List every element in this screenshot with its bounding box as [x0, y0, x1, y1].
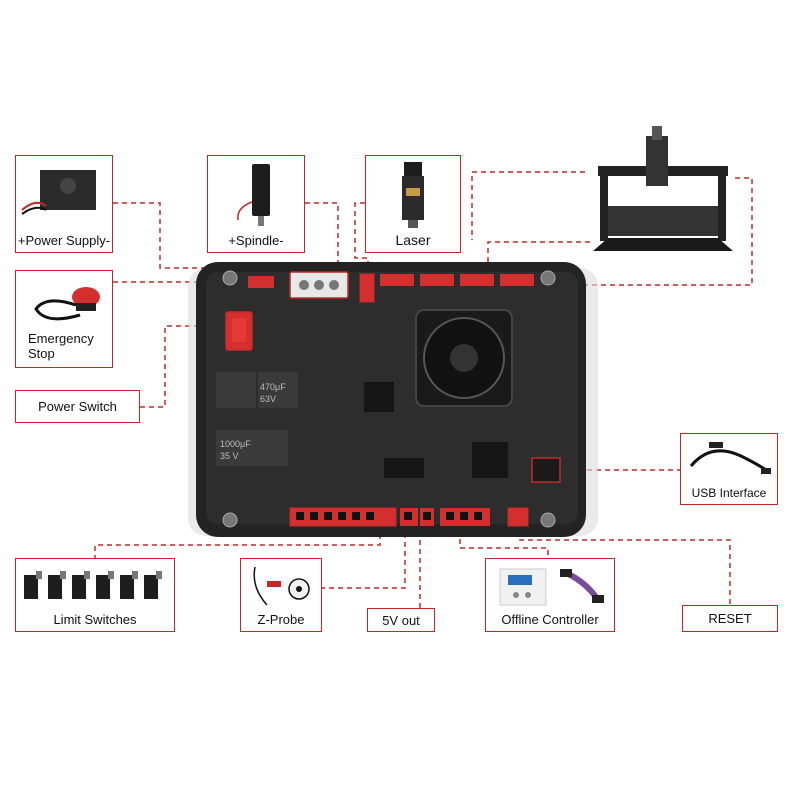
- laser-module-icon: [402, 162, 424, 228]
- emergency-stop-callout: Emergency Stop: [15, 270, 113, 368]
- leader-cnc-3: [580, 177, 753, 286]
- spindle-motor-icon: [237, 164, 270, 226]
- limit-switch-icon: [24, 571, 162, 599]
- offline-controller-label: Offline Controller: [501, 612, 599, 627]
- power-supply-callout: +Power Supply-: [15, 155, 113, 253]
- laser-label: Laser: [395, 232, 431, 248]
- offline-controller-icon: [499, 568, 604, 606]
- leader-zprobe: [320, 530, 406, 589]
- leader-cnc: [471, 171, 585, 240]
- five-v-out-label: 5V out: [382, 613, 420, 628]
- usb-interface-label: USB Interface: [691, 486, 767, 500]
- reset-callout: RESET: [682, 605, 778, 632]
- spindle-label: +Spindle-: [228, 233, 284, 248]
- leader-offline: [459, 530, 549, 558]
- leader-cnc-2: [487, 241, 590, 274]
- z-probe-label: Z-Probe: [257, 612, 305, 627]
- limit-switches-callout: Limit Switches: [15, 558, 175, 632]
- limit-switches-label: Limit Switches: [53, 612, 137, 627]
- power-switch-label: Power Switch: [38, 399, 117, 414]
- z-probe-icon: [253, 566, 310, 606]
- control-board: 470μF 63V 1000μF 35 V: [188, 262, 598, 537]
- power-switch-callout: Power Switch: [15, 390, 140, 423]
- five-v-out-callout: 5V out: [367, 608, 435, 632]
- z-probe-callout: Z-Probe: [240, 558, 322, 632]
- leader-power-switch: [140, 325, 222, 408]
- emergency-stop-label-line1: Emergency: [28, 331, 94, 346]
- leader-spindle: [305, 202, 339, 272]
- power-supply-label: +Power Supply-: [17, 233, 111, 248]
- laser-callout: Laser: [365, 155, 461, 253]
- capacitor-1-voltage: 63V: [260, 394, 276, 404]
- leader-limit: [94, 530, 381, 560]
- capacitor-2-value: 1000μF: [220, 439, 251, 449]
- leader-power-supply: [113, 202, 233, 280]
- emergency-stop-label-line2: Stop: [28, 346, 55, 361]
- capacitor-1-value: 470μF: [260, 382, 286, 392]
- emergency-stop-icon: [34, 287, 100, 321]
- cnc-machine-icon: [593, 126, 733, 251]
- power-supply-icon: [21, 170, 96, 215]
- usb-cable-icon: [689, 442, 771, 474]
- capacitor-2-voltage: 35 V: [220, 451, 239, 461]
- reset-label: RESET: [708, 611, 752, 626]
- usb-interface-callout: USB Interface: [680, 433, 778, 505]
- offline-controller-callout: Offline Controller: [485, 558, 615, 632]
- spindle-callout: +Spindle-: [207, 155, 305, 253]
